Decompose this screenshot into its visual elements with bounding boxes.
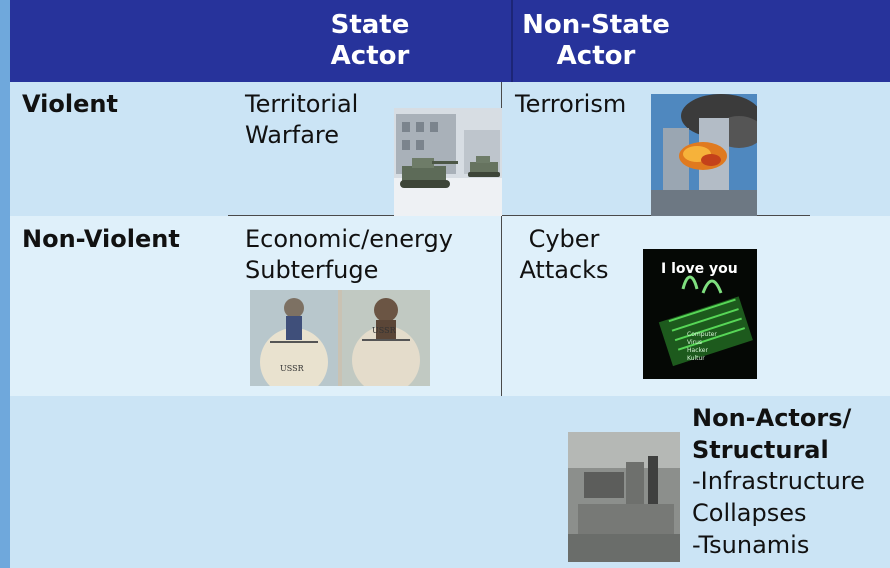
row-structural xyxy=(10,396,890,568)
header-state-actor: State Actor xyxy=(330,10,410,71)
cyber-headline: I love you xyxy=(661,261,738,277)
cyber-attack-image: I love you Computer Virus Hacker Kultur xyxy=(643,249,757,379)
non-actors-title: Non-Actors/ Structural xyxy=(692,404,852,464)
column-divider xyxy=(501,82,502,396)
left-accent-bar xyxy=(0,0,10,568)
non-actors-items: -Infrastructure Collapses -Tsunamis xyxy=(692,467,865,559)
twin-towers-image xyxy=(651,94,757,216)
header-divider xyxy=(511,0,513,82)
row-divider xyxy=(228,215,810,216)
cell-economic-energy-subterfuge: Economic/energy Subterfuge xyxy=(245,225,453,284)
tank-warfare-image xyxy=(394,108,502,216)
cyber-caption: Computer Virus Hacker Kultur xyxy=(687,331,717,362)
cartoon-left-label: USSR xyxy=(280,364,304,373)
row-label-non-violent: Non-Violent xyxy=(22,225,180,253)
cell-territorial-warfare: Territorial Warfare xyxy=(245,90,359,149)
cell-cyber-attacks: Cyber Attacks xyxy=(519,225,609,284)
header-non-state-actor: Non-State Actor xyxy=(522,10,670,71)
table-header: State Actor Non-State Actor xyxy=(10,0,890,82)
cartoon-right-label: USSR xyxy=(372,326,396,335)
structural-collapse-image xyxy=(568,432,680,562)
cell-terrorism: Terrorism xyxy=(515,90,627,118)
row-label-violent: Violent xyxy=(22,90,118,118)
economic-cartoon-image: USSR USSR xyxy=(250,290,430,386)
